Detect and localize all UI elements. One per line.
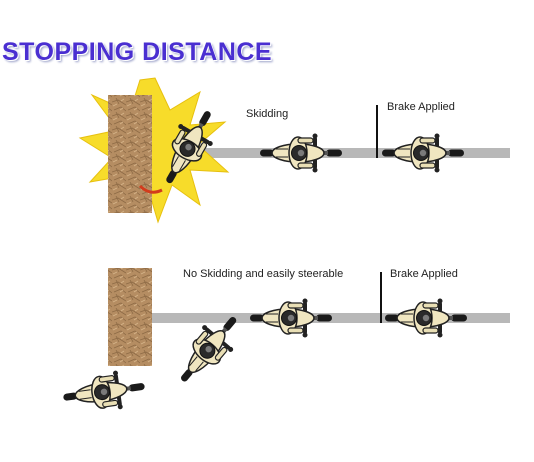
brake-applied-label-bottom: Brake Applied xyxy=(390,268,458,280)
wall-icon xyxy=(108,268,152,366)
brake-applied-label-top: Brake Applied xyxy=(387,101,455,113)
motorcycle-icon xyxy=(384,297,468,339)
wall-icon xyxy=(108,95,152,213)
impact-mark xyxy=(138,184,163,194)
no-skidding-label: No Skidding and easily steerable xyxy=(183,268,344,280)
motorcycle-icon xyxy=(381,132,465,174)
motorcycle-icon xyxy=(259,132,343,174)
skidding-label: Skidding xyxy=(246,108,289,120)
motorcycle-icon xyxy=(59,366,149,418)
page-title: STOPPING DISTANCE xyxy=(2,38,273,66)
motorcycle-icon xyxy=(249,297,333,339)
